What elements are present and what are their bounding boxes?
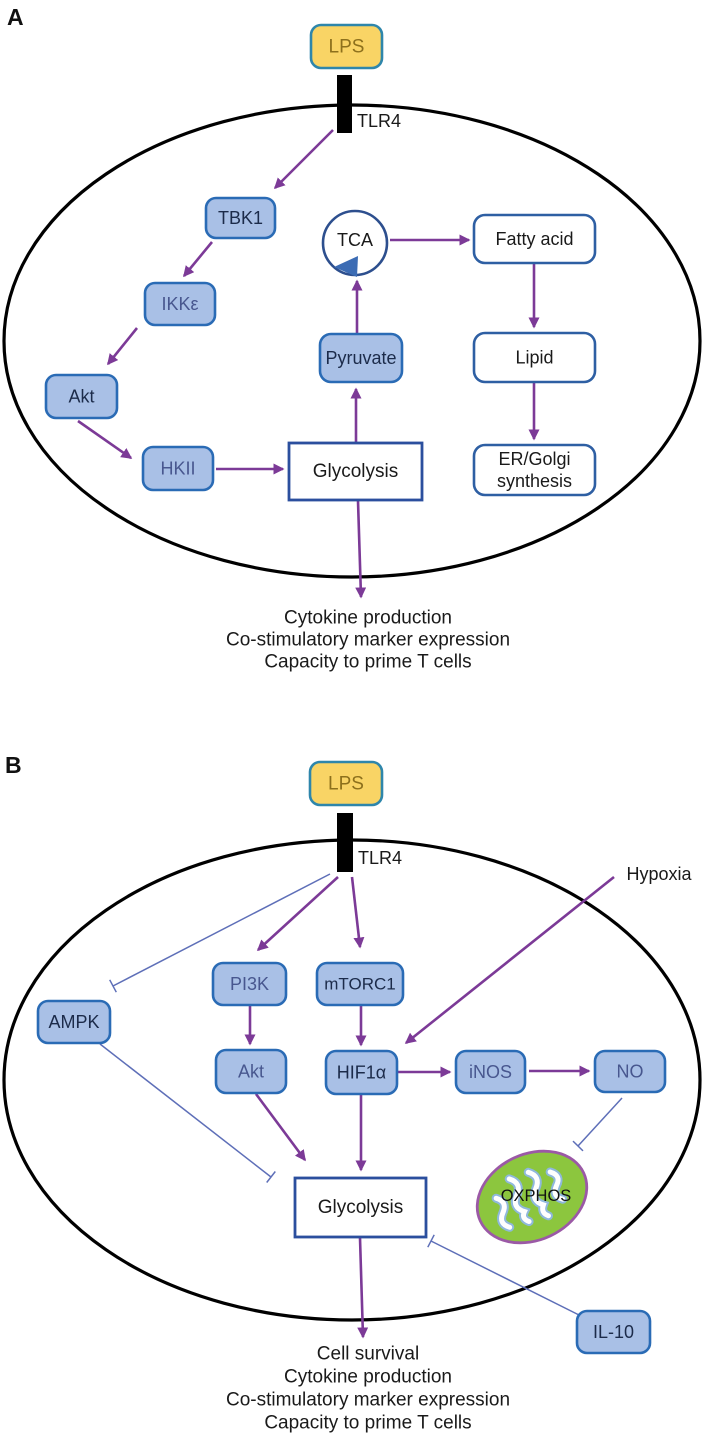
lps-box-a (309, 23, 384, 70)
outcome-b-line1: Cell survival (317, 1344, 419, 1365)
akt-box-b (214, 1048, 288, 1095)
pyruvate-box (318, 332, 404, 384)
no-label: NO (617, 1062, 644, 1082)
il10-box (575, 1309, 652, 1355)
glycolysis-box-b (293, 1176, 428, 1239)
tca-label: TCA (337, 230, 373, 250)
mitochondria-cristae-icon (491, 1167, 568, 1232)
lipid-box (472, 331, 597, 384)
lps-label-b: LPS (328, 774, 364, 795)
pi3k-label: PI3K (230, 974, 269, 994)
akt-label-b: Akt (238, 1062, 264, 1082)
glycolysis-label-b: Glycolysis (318, 1197, 404, 1218)
tlr4-label-a: TLR4 (357, 111, 401, 131)
er-golgi-label-line1: ER/Golgi (498, 449, 570, 469)
fatty-acid-box (472, 213, 597, 265)
tlr4-receptor-bar-a (337, 75, 352, 133)
outcome-b-line2: Cytokine production (284, 1367, 452, 1388)
lps-box-b (308, 760, 384, 807)
oxphos-label: OXPHOS (501, 1187, 572, 1205)
il10-label: IL-10 (593, 1322, 634, 1342)
hypoxia-label: Hypoxia (626, 864, 692, 884)
tbk1-label: TBK1 (218, 208, 263, 228)
arrow-tlr4-to-tbk1 (273, 129, 334, 190)
tlr4-receptor-bar-b (337, 813, 353, 872)
outcome-b-line3: Co-stimulatory marker expression (226, 1390, 510, 1411)
hkii-label: HKII (160, 459, 195, 479)
fatty-acid-label: Fatty acid (495, 229, 573, 249)
inhibit-no-to-oxphos (572, 1097, 623, 1152)
outcomes-a: Cytokine production Co-stimulatory marke… (226, 608, 510, 673)
inhibit-ampk-to-glycolysis (99, 1043, 276, 1183)
outcome-a-line1: Cytokine production (284, 608, 452, 629)
tbk1-box (204, 196, 277, 240)
no-box (593, 1049, 667, 1094)
mitochondria-icon (475, 1149, 589, 1245)
akt-label-a: Akt (68, 387, 94, 407)
lipid-label: Lipid (515, 348, 553, 368)
tca-cycle-arrowhead-icon (334, 256, 358, 277)
inos-box (454, 1049, 527, 1095)
inos-label: iNOS (469, 1062, 512, 1082)
tlr4-label-b: TLR4 (358, 848, 402, 868)
arrow-glycolysis-to-outcomes-a (355, 500, 367, 599)
outcome-a-line3: Capacity to prime T cells (264, 652, 471, 673)
arrow-hypoxia-to-hif1a (404, 875, 615, 1045)
ikke-box (143, 281, 217, 327)
arrow-ikke-to-akt (106, 327, 139, 366)
arrow-akt-to-hkii (77, 419, 133, 460)
arrow-akt-to-glycolysis-b (254, 1093, 307, 1162)
akt-box-a (44, 373, 119, 420)
inhibit-tlr4-to-ampk (109, 873, 331, 993)
arrow-tlr4-to-pi3k (256, 876, 339, 952)
outcome-b-line4: Capacity to prime T cells (264, 1413, 471, 1434)
hkii-box (141, 445, 215, 492)
lps-label-a: LPS (329, 37, 365, 58)
hif1a-box (324, 1049, 399, 1096)
mtorc1-box (315, 961, 405, 1007)
panel-a-letter: A (7, 4, 24, 30)
ampk-box (36, 999, 112, 1045)
glycolysis-box-a (287, 441, 424, 502)
panel-b-letter: B (5, 752, 22, 778)
arrow-tbk1-to-ikke (182, 241, 214, 278)
arrow-tlr4-to-mtorc1 (350, 876, 365, 949)
hif1a-label: HIF1α (337, 1063, 386, 1083)
outcome-a-line2: Co-stimulatory marker expression (226, 630, 510, 651)
pyruvate-label: Pyruvate (325, 348, 396, 368)
pi3k-box (211, 961, 288, 1007)
ampk-label: AMPK (48, 1012, 99, 1032)
mtorc1-label: mTORC1 (324, 975, 395, 994)
arrow-glycolysis-to-outcomes-b (357, 1237, 369, 1339)
panel-a: A LPS TLR4 TBK1 IKKε Akt HKII Glycolysis (2, 4, 702, 673)
ikke-label: IKKε (161, 294, 198, 314)
er-golgi-label-line2: synthesis (497, 471, 572, 491)
er-golgi-box (472, 443, 597, 497)
glycolysis-label-a: Glycolysis (313, 461, 399, 482)
outcomes-b: Cell survival Cytokine production Co-sti… (226, 1344, 510, 1434)
inhibit-il10-to-glycolysis (427, 1234, 582, 1317)
panel-b: B LPS TLR4 Hypoxia (2, 752, 702, 1434)
